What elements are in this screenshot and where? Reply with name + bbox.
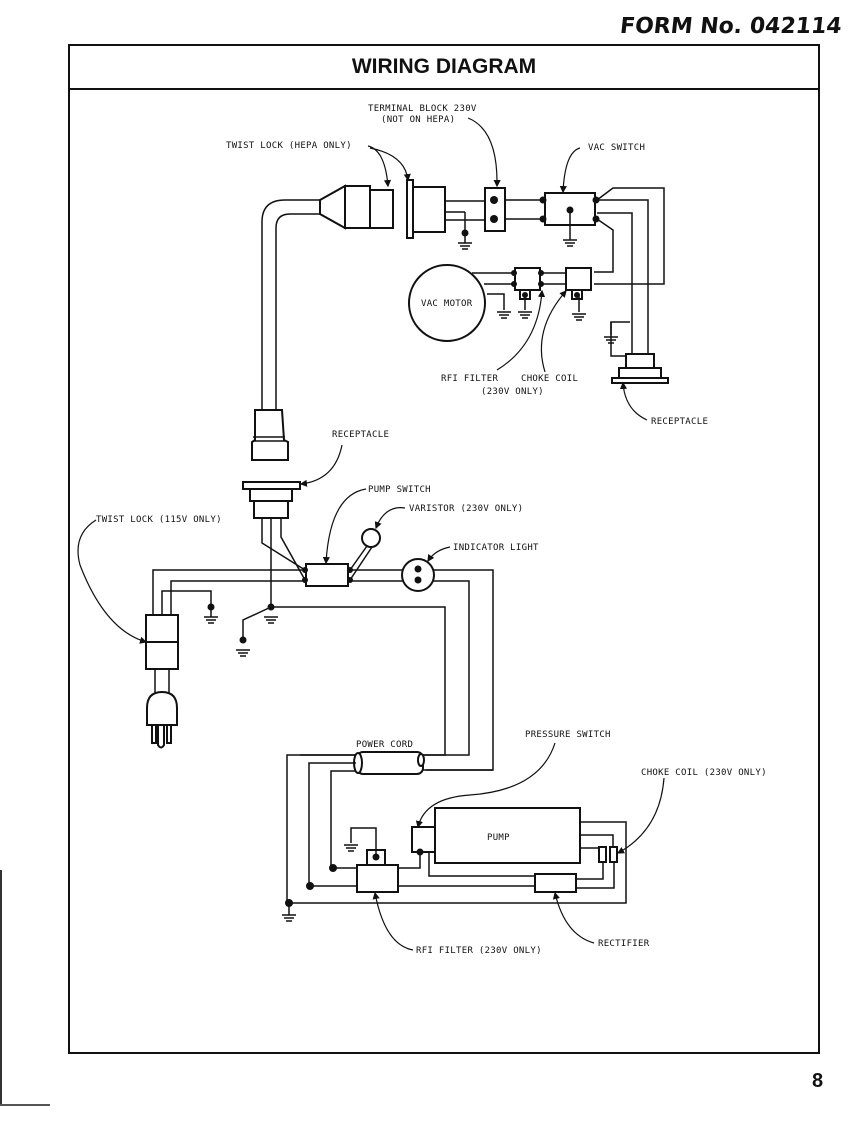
varistor	[349, 528, 381, 581]
rfi-filter-top	[511, 267, 544, 319]
rfi-filter-top-label: RFI FILTER	[441, 374, 498, 384]
pump-switch	[302, 563, 353, 587]
rectifier-label: RECTIFIER	[598, 939, 650, 949]
choke-coil-top	[565, 267, 592, 321]
page-number: 8	[812, 1070, 824, 1092]
receptacle-top-label: RECEPTACLE	[651, 417, 708, 427]
terminal-block	[484, 187, 506, 232]
receptacle-mid-label: RECEPTACLE	[332, 430, 389, 440]
vac-motor: VAC MOTOR	[408, 264, 486, 342]
title-bar: WIRING DIAGRAM	[70, 46, 818, 90]
choke-coil-bottom	[598, 846, 618, 863]
vacuum-hose	[251, 184, 394, 461]
power-cord-label: POWER CORD	[356, 740, 413, 750]
page-title: WIRING DIAGRAM	[351, 55, 537, 78]
diagram-frame: WIRING DIAGRAM	[68, 44, 820, 1054]
twist-lock-hepa	[406, 179, 446, 239]
indicator-light-label: INDICATOR LIGHT	[453, 543, 539, 553]
receptacle-mid	[242, 481, 301, 519]
pressure-switch	[411, 826, 436, 856]
pressure-switch-label: PRESSURE SWITCH	[525, 730, 611, 740]
varistor-label: VARISTOR (230V ONLY)	[409, 504, 523, 514]
power-cord	[353, 751, 425, 775]
rfi-filter-bottom	[343, 827, 399, 893]
pump-label: PUMP	[487, 833, 510, 843]
rfi-filter-bottom-label: RFI FILTER (230V ONLY)	[416, 946, 542, 956]
page-edge-line	[0, 870, 2, 1105]
pump-switch-label: PUMP SWITCH	[368, 485, 431, 495]
twist-lock-hepa-label: TWIST LOCK (HEPA ONLY)	[226, 141, 352, 151]
vac-switch	[539, 192, 600, 247]
vac-motor-label: VAC MOTOR	[421, 299, 473, 309]
twist-lock-115v	[145, 614, 179, 749]
rectifier	[534, 873, 577, 893]
receptacle-top	[603, 321, 669, 384]
terminal-block-note: (NOT ON HEPA)	[381, 115, 455, 125]
indicator-light	[401, 558, 435, 592]
twist-lock-115v-label: TWIST LOCK (115V ONLY)	[96, 515, 222, 525]
ground-icon	[457, 242, 473, 250]
pump: PUMP	[434, 807, 581, 864]
page-edge-line-bottom	[0, 1104, 50, 1106]
vac-switch-label: VAC SWITCH	[588, 143, 645, 153]
choke-coil-bottom-label: CHOKE COIL (230V ONLY)	[641, 768, 767, 778]
terminal-block-label: TERMINAL BLOCK 230V	[368, 104, 477, 114]
choke-coil-top-label: CHOKE COIL	[521, 374, 578, 384]
230v-only-note-top: (230V ONLY)	[481, 387, 544, 397]
